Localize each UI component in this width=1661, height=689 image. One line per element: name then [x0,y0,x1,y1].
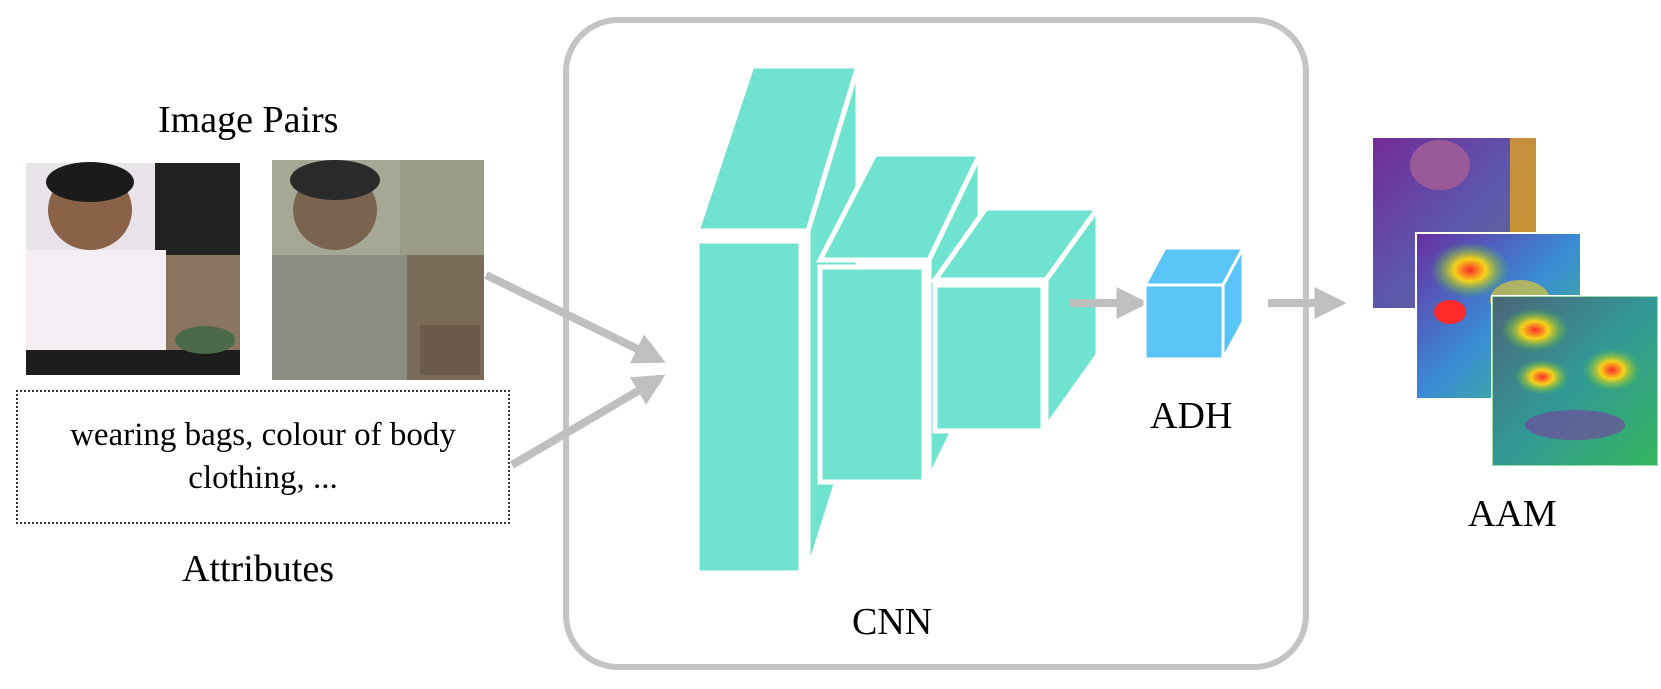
attention-heatmap-3 [1491,295,1659,467]
cnn-frame [563,17,1309,670]
arrow-right-icon [509,374,666,469]
aam-label: AAM [1468,493,1557,535]
adh-label: ADH [1150,395,1233,437]
image-pairs-label: Image Pairs [158,99,339,141]
attribute-text: wearing bags, colour of body clothing, .… [70,417,456,496]
adh-cube [1142,246,1246,361]
person-photo-1 [26,162,240,375]
cnn-label: CNN [852,601,933,643]
person-photo-2 [272,160,484,380]
cnn-layer-3 [930,200,1103,436]
arrow-right-icon [484,271,666,364]
attribute-box: wearing bags, colour of body clothing, .… [16,390,510,524]
attributes-label: Attributes [182,548,334,590]
